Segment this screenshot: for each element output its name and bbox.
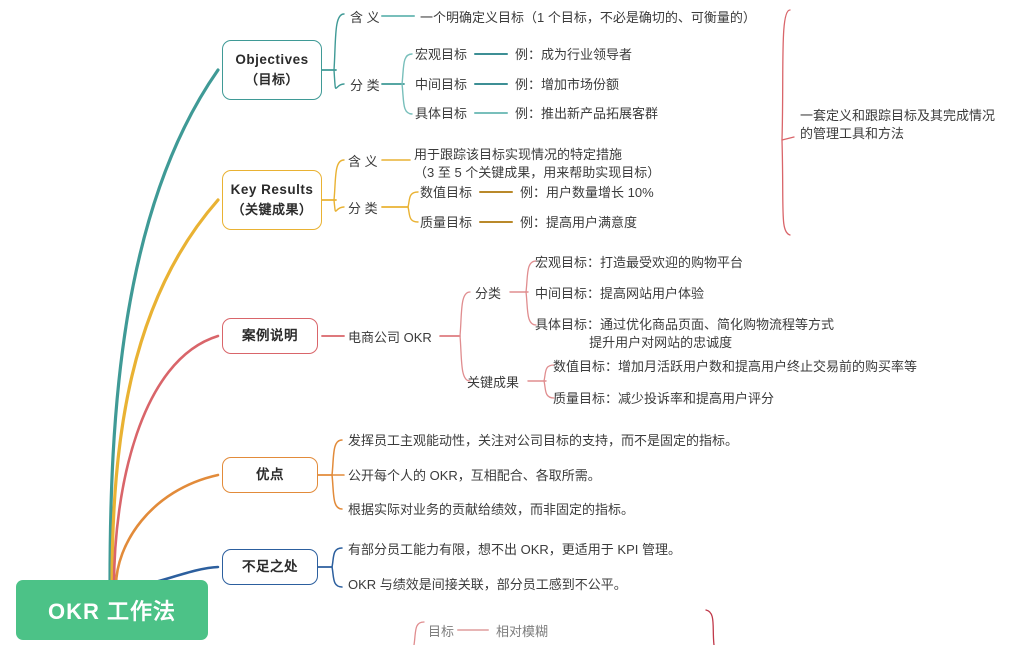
node-shortcomings-title: 不足之处 xyxy=(242,558,298,574)
node-key-results-subtitle: （关键成果） xyxy=(231,202,313,218)
label-keyresults-numeric[interactable]: 数值目标 xyxy=(420,185,473,200)
leaf-objectives-specific-example[interactable]: 例：推出新产品拓展客群 xyxy=(515,106,659,121)
leaf-shortcoming-1[interactable]: 有部分员工能力有限，想不出 OKR，更适用于 KPI 管理。 xyxy=(348,542,681,557)
leaf-objectives-middle-example[interactable]: 例：增加市场份额 xyxy=(515,77,620,92)
bottom-bracket-left xyxy=(413,621,425,645)
summary-text-line1[interactable]: 一套定义和跟踪目标及其完成情况 xyxy=(800,108,996,123)
label-objectives-macro[interactable]: 宏观目标 xyxy=(415,47,468,62)
leaf-objectives-macro-example[interactable]: 例：成为行业领导者 xyxy=(515,47,633,62)
leaf-case-kr-numeric[interactable]: 数值目标：增加月活跃用户数和提高用户终止交易前的购买率等 xyxy=(553,359,918,374)
link-shortcomings-bracket xyxy=(331,547,343,588)
label-keyresults-category[interactable]: 分 类 xyxy=(348,201,378,216)
link-root-case xyxy=(112,334,220,588)
leaf-case-category-macro[interactable]: 宏观目标：打造最受欢迎的购物平台 xyxy=(535,255,744,270)
label-keyresults-meaning[interactable]: 含 义 xyxy=(348,154,378,169)
node-key-results-title: Key Results xyxy=(230,182,314,198)
node-objectives-subtitle: （目标） xyxy=(244,72,299,88)
link-keyresults-fenlei-bracket xyxy=(407,191,419,223)
label-case-category[interactable]: 分类 xyxy=(475,286,502,301)
leaf-case-kr-quality[interactable]: 质量目标：减少投诉率和提高用户评分 xyxy=(553,391,775,406)
node-key-results[interactable]: Key Results （关键成果） xyxy=(222,170,322,230)
label-objectives-meaning[interactable]: 含 义 xyxy=(350,10,380,25)
leaf-case-category-specific[interactable]: 具体目标：通过优化商品页面、简化购物流程等方式 提升用户对网站的忠诚度 xyxy=(535,317,835,350)
node-case-study[interactable]: 案例说明 xyxy=(222,318,318,354)
node-objectives[interactable]: Objectives （目标） xyxy=(222,40,322,100)
bottom-partial-leaf[interactable]: 相对模糊 xyxy=(496,624,549,639)
summary-text-line2[interactable]: 的管理工具和方法 xyxy=(800,126,905,141)
link-objectives-fenlei-bracket xyxy=(401,53,413,115)
root-node-label: OKR 工作法 xyxy=(47,599,176,624)
label-case-ecommerce-okr[interactable]: 电商公司 OKR xyxy=(348,330,432,345)
bottom-bracket-right xyxy=(705,609,715,645)
summary-bracket xyxy=(781,9,791,236)
leaf-keyresults-numeric-example[interactable]: 例：用户数量增长 10% xyxy=(520,185,654,200)
bottom-partial-label[interactable]: 目标 xyxy=(428,624,455,639)
leaf-case-category-middle[interactable]: 中间目标：提高网站用户体验 xyxy=(535,286,705,301)
link-root-advantages xyxy=(114,473,220,588)
link-root-objectives xyxy=(108,68,220,587)
root-node[interactable]: OKR 工作法 xyxy=(16,580,208,640)
label-case-key-results[interactable]: 关键成果 xyxy=(467,375,520,390)
node-objectives-title: Objectives xyxy=(235,52,309,68)
link-objectives-bracket xyxy=(333,13,345,89)
node-advantages-title: 优点 xyxy=(256,466,284,482)
link-case-bracket xyxy=(459,291,471,382)
leaf-advantage-2[interactable]: 公开每个人的 OKR，互相配合、各取所需。 xyxy=(348,468,601,483)
node-case-study-title: 案例说明 xyxy=(242,327,298,343)
leaf-keyresults-quality-example[interactable]: 例：提高用户满意度 xyxy=(520,215,638,230)
leaf-advantage-1[interactable]: 发挥员工主观能动性，关注对公司目标的支持，而不是固定的指标。 xyxy=(348,433,739,448)
label-objectives-specific[interactable]: 具体目标 xyxy=(415,106,468,121)
label-objectives-middle[interactable]: 中间目标 xyxy=(415,77,468,92)
link-root-keyresults xyxy=(110,198,220,588)
leaf-shortcoming-2[interactable]: OKR 与绩效是间接关联，部分员工感到不公平。 xyxy=(348,577,627,592)
summary-tick xyxy=(781,136,795,141)
leaf-objectives-meaning-text[interactable]: 一个明确定义目标（1 个目标，不必是确切的、可衡量的） xyxy=(420,10,756,25)
label-objectives-category[interactable]: 分 类 xyxy=(350,78,380,93)
label-keyresults-quality[interactable]: 质量目标 xyxy=(420,215,473,230)
link-keyresults-bracket xyxy=(333,159,345,212)
leaf-keyresults-meaning-line1[interactable]: 用于跟踪该目标实现情况的特定措施 xyxy=(414,147,623,162)
leaf-keyresults-meaning-line2[interactable]: （3 至 5 个关键成果，用来帮助实现目标） xyxy=(414,165,661,180)
link-advantages-bracket xyxy=(331,439,343,510)
node-shortcomings[interactable]: 不足之处 xyxy=(222,549,318,585)
leaf-advantage-3[interactable]: 根据实际对业务的贡献给绩效，而非固定的指标。 xyxy=(348,502,635,517)
node-advantages[interactable]: 优点 xyxy=(222,457,318,493)
